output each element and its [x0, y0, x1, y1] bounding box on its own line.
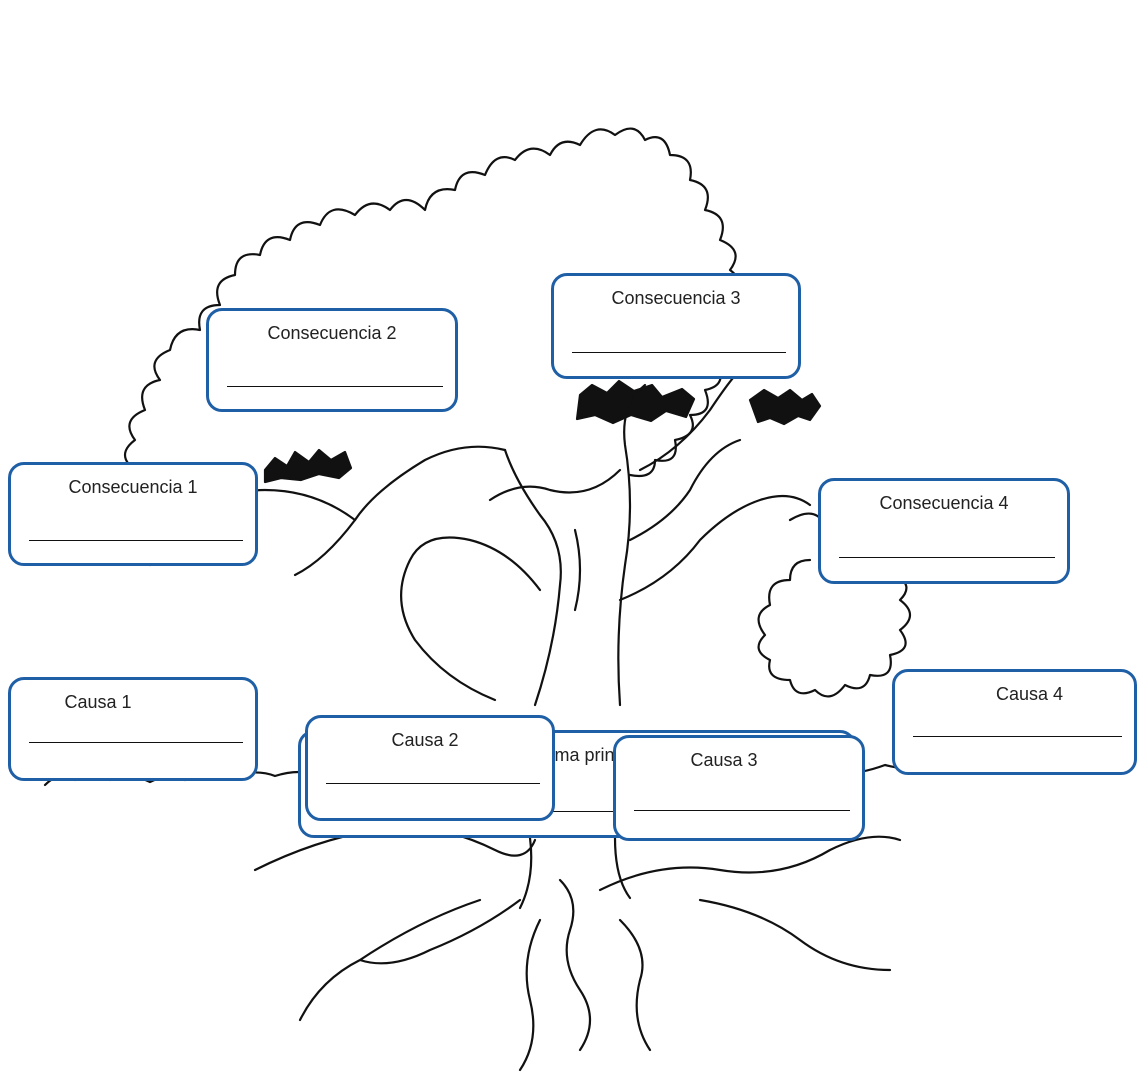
- consecuencia-4-box[interactable]: Consecuencia 4: [818, 478, 1070, 584]
- consecuencia-3-box[interactable]: Consecuencia 3: [551, 273, 801, 379]
- dark-foliage-top: [575, 379, 696, 425]
- consecuencia-1-box[interactable]: Consecuencia 1: [8, 462, 258, 566]
- trunk-mid: [573, 528, 582, 612]
- causa-3-answer-line[interactable]: [634, 810, 850, 811]
- branch-right-lower: [618, 494, 812, 602]
- branch-center: [488, 468, 622, 502]
- causa-2-box[interactable]: Causa 2: [305, 715, 555, 821]
- trunk-base-right: [613, 836, 632, 900]
- causa-4-box[interactable]: Causa 4: [892, 669, 1137, 775]
- consecuencia-2-box[interactable]: Consecuencia 2: [206, 308, 458, 412]
- causa-1-answer-line[interactable]: [29, 742, 243, 743]
- causa-4-label: Causa 4: [995, 684, 1064, 704]
- causa-3-label: Causa 3: [690, 750, 758, 770]
- causa-1-box[interactable]: Causa 1: [8, 677, 258, 781]
- causa-2-label: Causa 2: [391, 730, 459, 750]
- causa-4-answer-line[interactable]: [913, 736, 1122, 737]
- roots: [253, 826, 902, 1072]
- trunk-base-left: [518, 836, 533, 910]
- consecuencia-4-answer-line[interactable]: [839, 557, 1055, 558]
- consecuencia-3-label: Consecuencia 3: [611, 288, 741, 308]
- consecuencia-2-label: Consecuencia 2: [267, 323, 397, 343]
- causa-3-box[interactable]: Causa 3: [613, 735, 865, 841]
- consecuencia-2-answer-line[interactable]: [227, 386, 443, 387]
- branch-left-upper: [293, 445, 507, 577]
- trunk-right: [617, 383, 647, 707]
- dark-foliage-left: [263, 448, 353, 484]
- causa-1-label: Causa 1: [64, 692, 132, 712]
- causa-2-answer-line[interactable]: [326, 783, 540, 784]
- branch-right-mid: [628, 438, 742, 542]
- branch-right-upper: [638, 368, 742, 472]
- consecuencia-3-answer-line[interactable]: [572, 352, 786, 353]
- consecuencia-1-answer-line[interactable]: [29, 540, 243, 541]
- problema-principal-answer-line[interactable]: [337, 811, 825, 812]
- consecuencia-1-label: Consecuencia 1: [68, 477, 198, 497]
- dark-foliage-right: [748, 388, 822, 426]
- branch-left-lower: [400, 536, 542, 702]
- trunk-left: [503, 448, 562, 707]
- consecuencia-4-label: Consecuencia 4: [879, 493, 1009, 513]
